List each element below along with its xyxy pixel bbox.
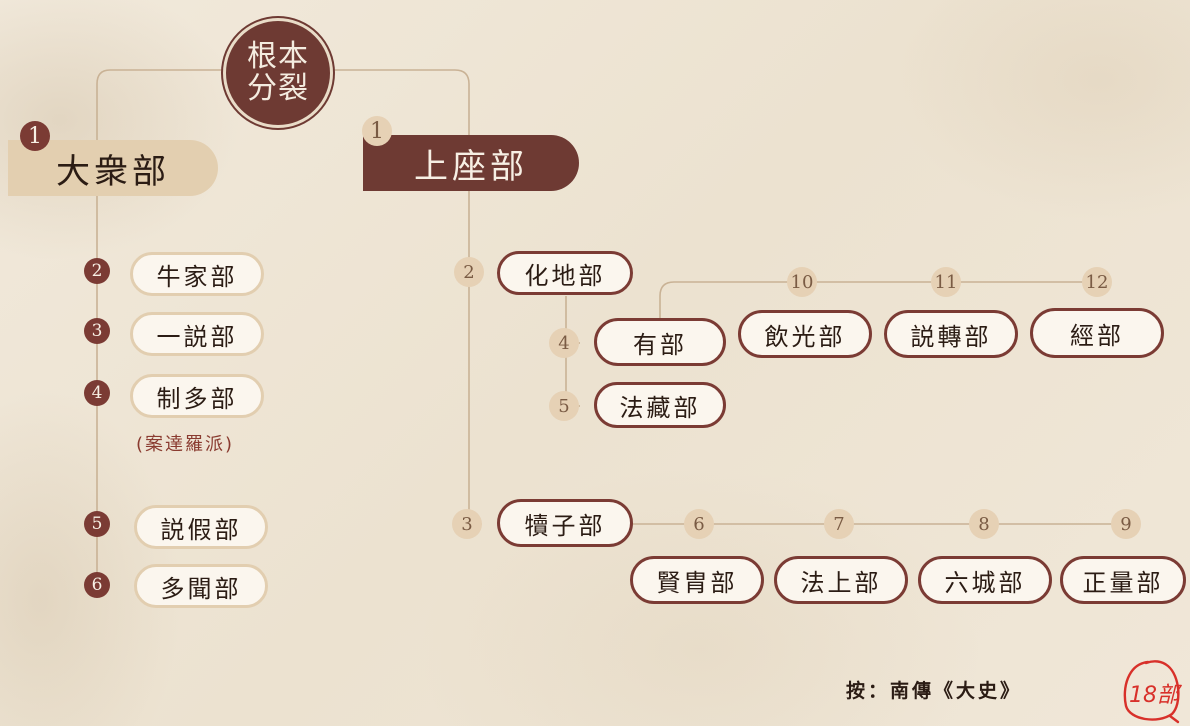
root-schism-seal: 根本分裂 [223,18,333,128]
badge-bahusrutiya: 6 [84,572,110,598]
node-mahisasaka: 化地部 [497,251,633,295]
badge-gokulika: 2 [84,258,110,284]
node-bahusrutiya: 多聞部 [134,564,268,608]
total-count: 18部 [1129,683,1179,708]
node-sutra: 經部 [1030,308,1164,358]
node-prajnaptivada: 説假部 [134,505,268,549]
sthavira-number-badge: 1 [362,116,392,146]
line-sarvastivada-chain [659,281,1102,320]
badge-kasyapiya: 10 [787,267,817,297]
badge-bhadrayaniya: 6 [684,509,714,539]
badge-dharmottariya: 7 [824,509,854,539]
badge-vatsiputriya: 3 [452,509,482,539]
node-caitika: 制多部 [130,374,264,418]
node-gokulika: 牛家部 [130,252,264,296]
node-sarvastivada: 有部 [594,318,726,366]
node-vatsiputriya: 犢子部 [497,499,633,547]
sthavira-node: 上座部 [363,135,579,191]
badge-sutra: 12 [1082,267,1112,297]
mahasanghika-number-badge: 1 [20,121,50,151]
node-dharmaguptaka: 法藏部 [594,382,726,428]
badge-prajnaptivada: 5 [84,511,110,537]
node-sautrantika: 説轉部 [884,310,1018,358]
hand-drawn-circle [1123,660,1180,724]
node-sammitiya: 正量部 [1060,556,1186,604]
badge-sarvastivada: 4 [549,328,579,358]
node-ekavyavaharika: 一説部 [130,312,264,356]
node-kasyapiya: 飲光部 [738,310,872,358]
badge-sammitiya: 9 [1111,509,1141,539]
root-label: 根本分裂 [247,39,309,106]
badge-ekavyavaharika: 3 [84,318,110,344]
andhaka-note: (案達羅派) [136,434,235,455]
badge-channagirika: 8 [969,509,999,539]
line-root-mahasanghika [96,69,223,140]
badge-caitika: 4 [84,380,110,406]
node-channagirika: 六城部 [918,556,1052,604]
source-note: 按：南傳《大史》 [846,680,1023,702]
node-dharmottariya: 法上部 [774,556,908,604]
node-bhadrayaniya: 賢胄部 [630,556,764,604]
line-root-sthavira [333,69,470,135]
badge-dharmaguptaka: 5 [549,391,579,421]
mahasanghika-label: 大衆部 [56,151,170,192]
mahasanghika-node: 大衆部 [8,140,218,196]
badge-sautrantika: 11 [931,267,961,297]
sthavira-label: 上座部 [414,146,528,187]
badge-mahisasaka: 2 [454,257,484,287]
